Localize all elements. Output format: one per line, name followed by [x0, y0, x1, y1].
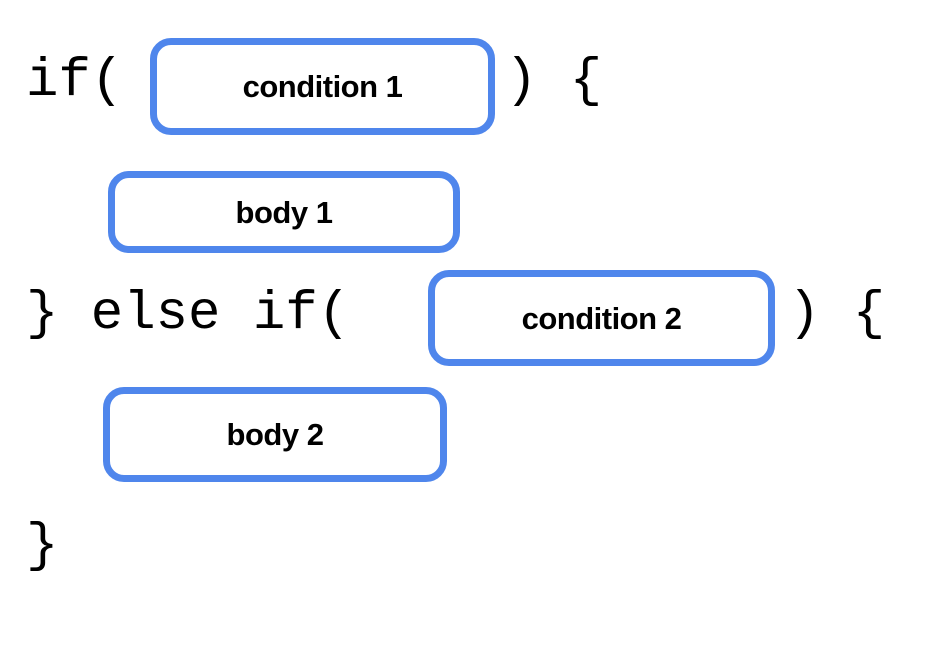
slot-condition-2-label: condition 2 — [521, 300, 682, 336]
code-text-else-if-open: } else if( — [26, 284, 351, 345]
slot-body-2[interactable]: body 2 — [103, 387, 447, 482]
slot-condition-2[interactable]: condition 2 — [428, 270, 775, 366]
slot-condition-1-label: condition 1 — [242, 69, 403, 104]
code-text-block-end: } — [26, 516, 59, 577]
slot-body-1[interactable]: body 1 — [108, 171, 460, 253]
code-text-else-if-close: ) { — [788, 284, 886, 345]
slot-body-1-label: body 1 — [235, 194, 333, 230]
code-text-if-close: ) { — [505, 51, 603, 112]
code-text-if-open: if( — [26, 51, 124, 112]
slot-condition-1[interactable]: condition 1 — [150, 38, 495, 135]
slot-body-2-label: body 2 — [226, 417, 324, 452]
